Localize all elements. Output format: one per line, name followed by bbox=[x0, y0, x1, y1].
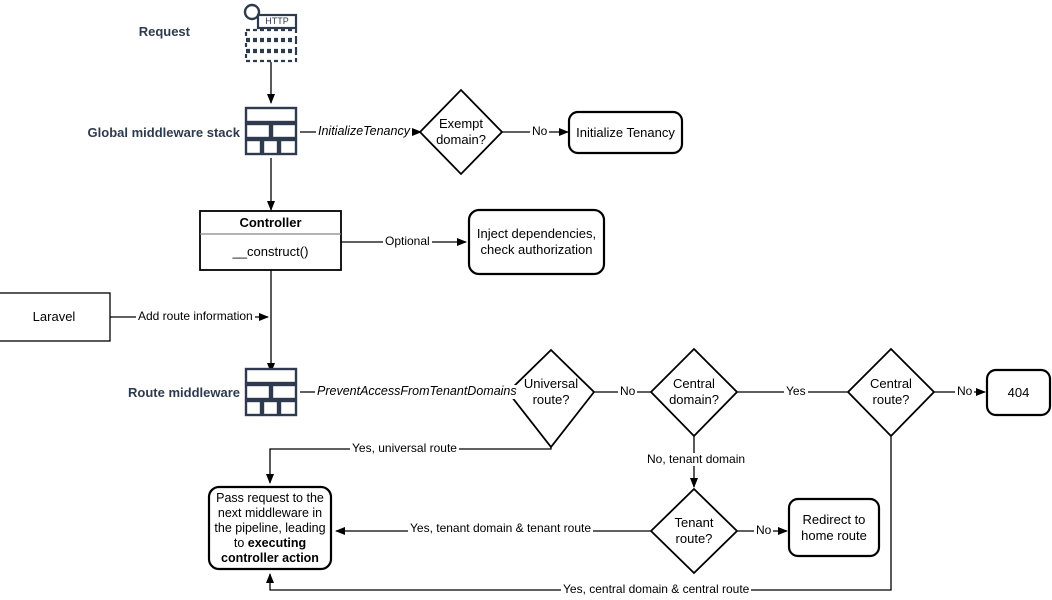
edge-label-yes-universal-route: Yes, universal route bbox=[350, 441, 459, 456]
edge-label-yes-tenant-domain-tenant-route: Yes, tenant domain & tenant route bbox=[408, 521, 594, 536]
node-laravel bbox=[0, 292, 111, 342]
node-initialize-tenancy bbox=[567, 110, 684, 155]
edge-label-prevent-access: PreventAccessFromTenantDomains bbox=[315, 384, 519, 399]
side-label-route-middleware: Route middleware bbox=[128, 385, 240, 400]
edge-label-exempt-no: No bbox=[530, 124, 550, 139]
edge-label-central-domain-yes: Yes bbox=[784, 384, 808, 399]
node-controller bbox=[199, 210, 342, 271]
edge-label-central-route-no: No bbox=[955, 384, 975, 399]
side-label-request: Request bbox=[138, 24, 190, 39]
decision-central-route bbox=[846, 347, 936, 438]
edge-label-initialize-tenancy: InitializeTenancy bbox=[316, 124, 412, 139]
edge-label-central-domain-no-tenant-domain: No, tenant domain bbox=[645, 452, 748, 467]
edge-label-tenant-route-no: No bbox=[754, 523, 774, 538]
middleware-stack-icon-route bbox=[244, 367, 298, 417]
edge-label-optional: Optional bbox=[383, 234, 432, 249]
decision-exempt-domain bbox=[418, 88, 504, 176]
middleware-stack-icon-global bbox=[244, 106, 298, 156]
edge-label-universal-no: No bbox=[618, 384, 638, 399]
edge-label-yes-central-domain-central-route: Yes, central domain & central route bbox=[561, 582, 752, 597]
edge-label-add-route-information: Add route information bbox=[136, 309, 255, 324]
http-request-icon bbox=[243, 3, 298, 63]
node-redirect-home bbox=[787, 497, 881, 558]
decision-central-domain bbox=[649, 347, 739, 438]
node-inject-dependencies bbox=[467, 208, 606, 276]
node-pass-request bbox=[207, 485, 333, 571]
node-404 bbox=[985, 368, 1052, 417]
decision-tenant-route bbox=[649, 487, 739, 575]
side-label-global-middleware-stack: Global middleware stack bbox=[87, 125, 240, 140]
decision-universal-route bbox=[506, 348, 596, 449]
